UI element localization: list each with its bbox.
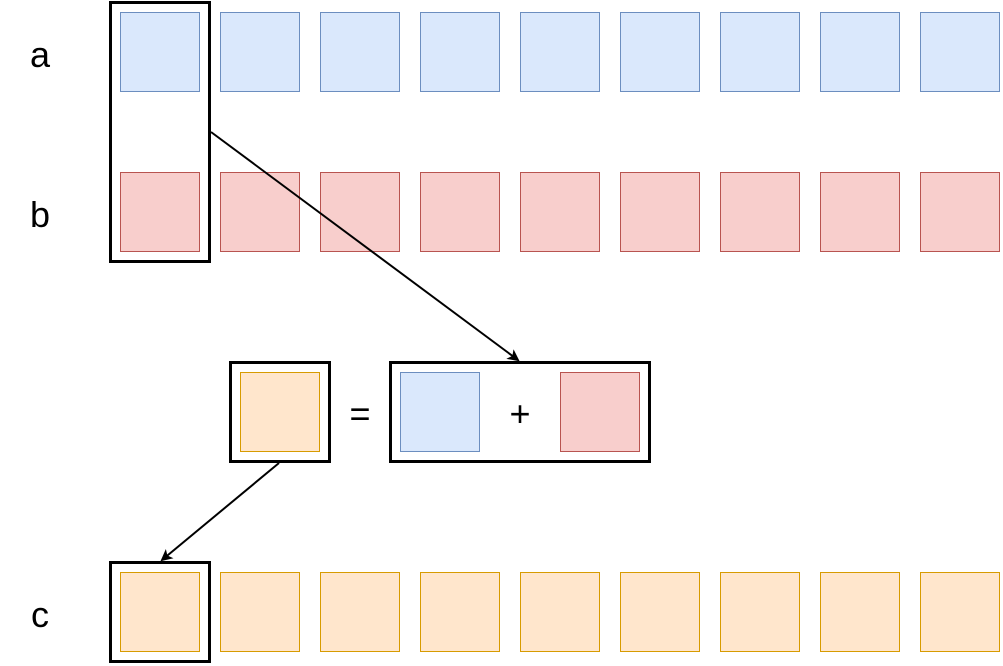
array-c-cell [220, 572, 300, 652]
array-b-cell [720, 172, 800, 252]
result-frame [229, 361, 331, 463]
operand-a-cell [400, 372, 480, 452]
a-b-column-0-highlight [109, 1, 211, 263]
array-a-cell [620, 12, 700, 92]
array-c-cell [420, 572, 500, 652]
row-label-a: a [29, 34, 51, 75]
equals-sign: = [349, 393, 371, 434]
array-c-cell [820, 572, 900, 652]
array-c-cell [520, 572, 600, 652]
array-a-cell [520, 12, 600, 92]
array-b-cell [320, 172, 400, 252]
array-b-cell [820, 172, 900, 252]
array-b-cell [220, 172, 300, 252]
array-c-cell [920, 572, 1000, 652]
array-b-cell [420, 172, 500, 252]
array-a-cell [820, 12, 900, 92]
array-a-cell [220, 12, 300, 92]
array-c-cell [720, 572, 800, 652]
array-c-cell [620, 572, 700, 652]
array-b-cell [120, 172, 200, 252]
array-a-cell [120, 12, 200, 92]
c-cell-0-highlight [109, 561, 211, 663]
array-c-cell [320, 572, 400, 652]
sum-group-frame [389, 361, 651, 463]
array-a-cell [420, 12, 500, 92]
array-b-cell [520, 172, 600, 252]
array-a-cell [720, 12, 800, 92]
array-b-cell [620, 172, 700, 252]
row-label-c: c [31, 594, 49, 635]
plus-sign: + [509, 393, 531, 434]
row-label-b: b [29, 194, 51, 235]
array-a-cell [920, 12, 1000, 92]
array-c-cell [120, 572, 200, 652]
array-a-cell [320, 12, 400, 92]
array-b-cell [920, 172, 1000, 252]
result-cell [240, 372, 320, 452]
operand-b-cell [560, 372, 640, 452]
arrow-result-to-c [160, 462, 280, 562]
